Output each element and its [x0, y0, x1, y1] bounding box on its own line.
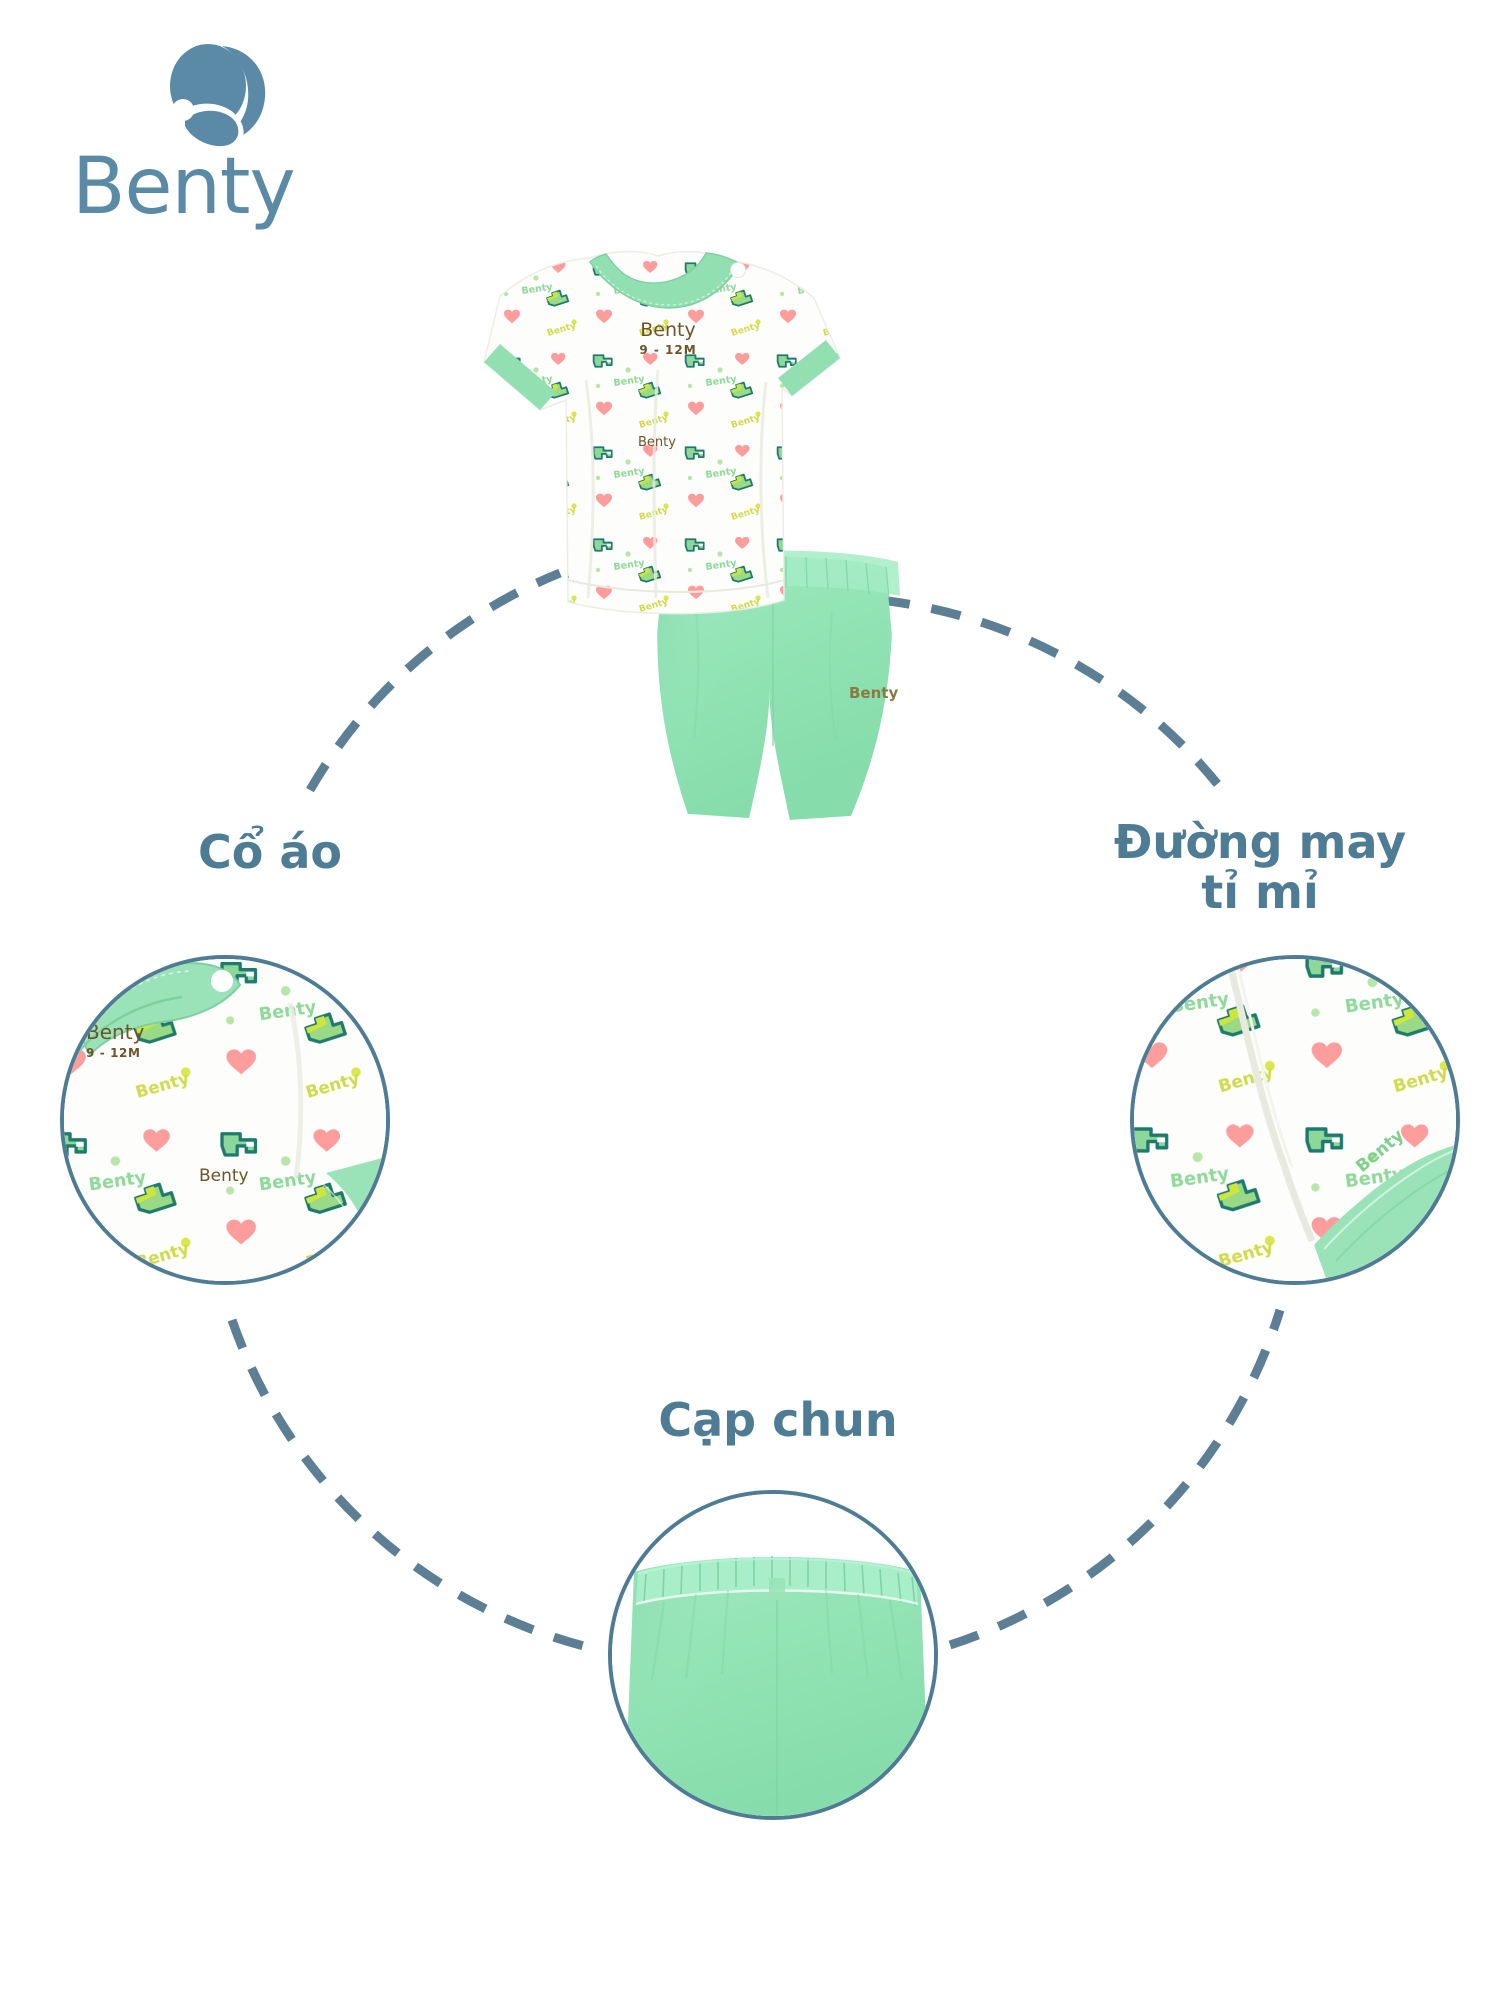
shorts-brand-text: Benty	[849, 684, 898, 702]
tshirt-graphic: Benty 9 - 12M Benty	[483, 250, 841, 615]
product-hero-image: Benty Benty	[483, 250, 900, 820]
svg-text:Benty: Benty	[199, 1166, 249, 1186]
detail-circle-seam: Benty	[1130, 955, 1460, 1285]
neck-size-tag: Benty 9 - 12M	[639, 319, 696, 357]
elastic-waistband-closeup	[612, 1494, 934, 1816]
brand-wordmark: Benty	[72, 142, 296, 232]
detail-circle-waistband	[608, 1490, 938, 1820]
shorts-graphic: Benty	[656, 550, 900, 820]
svg-text:Benty: Benty	[640, 319, 695, 341]
mother-and-baby-icon	[170, 44, 266, 147]
feature-label-seam-line1: Đường may	[1113, 815, 1407, 869]
svg-text:Benty: Benty	[86, 1020, 145, 1044]
feature-label-waist: Cạp chun	[658, 1393, 898, 1447]
sleeve-seam-closeup: Benty	[1134, 959, 1456, 1281]
brand-logo: Benty	[72, 40, 362, 230]
collar-closeup: Benty 9 - 12M Benty	[64, 959, 386, 1281]
feature-label-collar: Cổ áo	[197, 825, 343, 879]
svg-text:Benty: Benty	[638, 435, 676, 450]
detail-circle-collar: Benty 9 - 12M Benty	[60, 955, 390, 1285]
svg-text:9 - 12M: 9 - 12M	[639, 343, 696, 357]
feature-label-seam-line2: tỉ mỉ	[1201, 864, 1319, 919]
collar-snap-button	[211, 970, 233, 992]
shoulder-snap-button	[730, 262, 746, 278]
svg-text:9 - 12M: 9 - 12M	[86, 1046, 141, 1060]
